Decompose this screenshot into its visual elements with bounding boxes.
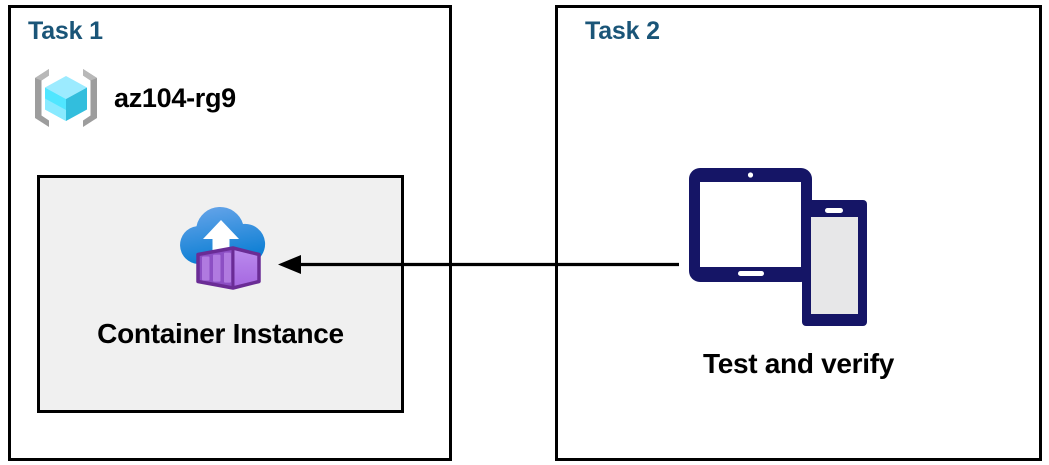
azure-container-instance-icon: [179, 206, 265, 290]
resource-group-label: az104-rg9: [114, 82, 236, 113]
tablet-and-phone-devices-icon: [689, 168, 867, 326]
test-and-verify-label: Test and verify: [702, 348, 895, 379]
container-instance-box: Container Instance: [37, 175, 404, 413]
resource-group-row: az104-rg9: [30, 62, 236, 134]
panel-title-task-1: Task 1: [28, 17, 103, 45]
left-arrow-icon: [278, 255, 301, 274]
connector-arrow-task2-to-container-instance: [278, 255, 679, 274]
container-instance-label: Container Instance: [97, 318, 344, 349]
panel-title-task-2: Task 2: [585, 17, 660, 45]
azure-resource-group-icon: [35, 69, 97, 127]
